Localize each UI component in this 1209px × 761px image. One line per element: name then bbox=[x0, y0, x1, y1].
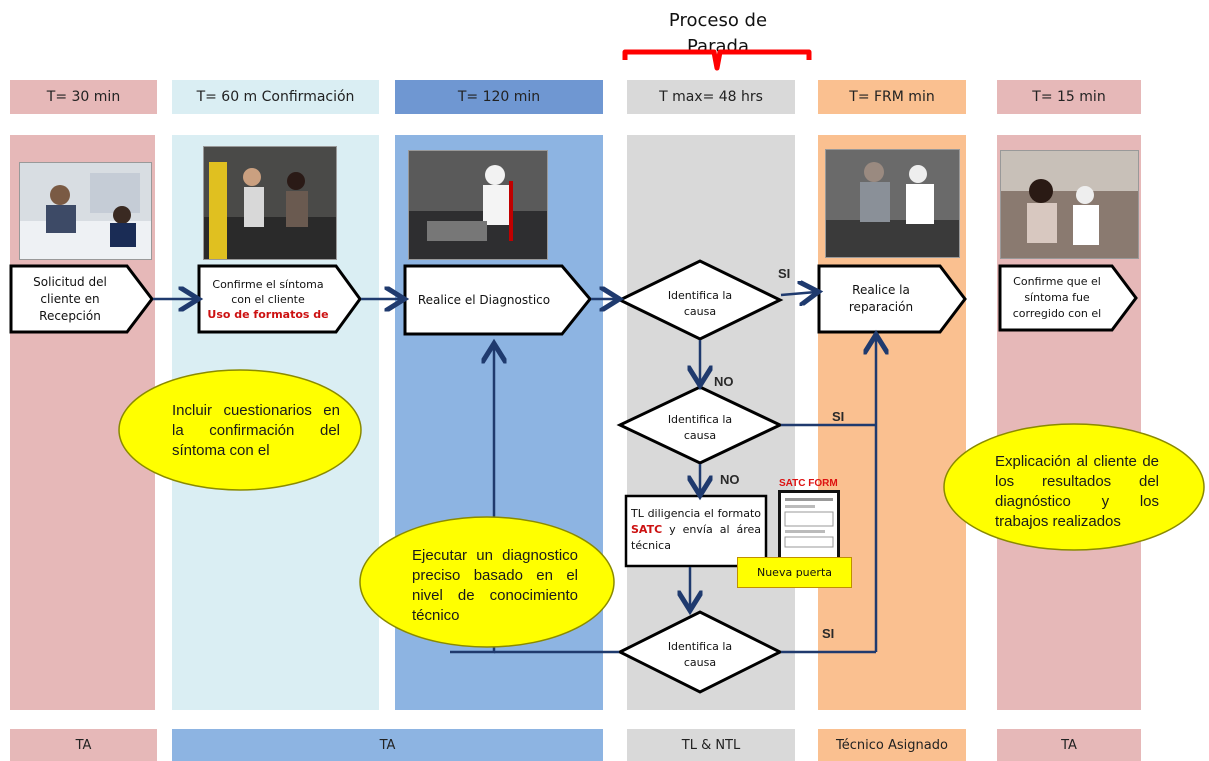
step1-shape bbox=[9, 264, 154, 334]
red-brace bbox=[622, 49, 812, 71]
step1-label: Solicitud del cliente en Recepción bbox=[33, 274, 107, 323]
nueva-puerta-tag: Nueva puerta bbox=[737, 557, 852, 588]
decision1-label: Identifica la causa bbox=[667, 289, 733, 318]
header-col6: T= 15 min bbox=[997, 80, 1141, 114]
si-label-1: SI bbox=[778, 266, 791, 281]
step2-label: Confirme el síntoma con el cliente bbox=[212, 277, 324, 306]
photo-customer-car bbox=[1000, 150, 1139, 259]
step5-label: Realice la reparación bbox=[848, 283, 914, 314]
photo-reception bbox=[19, 162, 152, 260]
step6-shape bbox=[998, 264, 1138, 332]
header-col1: T= 30 min bbox=[10, 80, 157, 114]
footer-col6: TA bbox=[997, 729, 1141, 761]
footer-col5-label: Técnico Asignado bbox=[836, 737, 948, 753]
footer-col4-label: TL & NTL bbox=[681, 737, 741, 753]
header-col3-label: T= 120 min bbox=[457, 89, 541, 105]
tl-box-satc: SATC bbox=[631, 523, 663, 536]
step5-shape bbox=[817, 264, 967, 334]
header-col4: T max= 48 hrs bbox=[627, 80, 795, 114]
step6-text: Confirme que el síntoma fue corregido co… bbox=[1003, 268, 1111, 328]
header-col4-label: T max= 48 hrs bbox=[659, 89, 763, 105]
step6-label: Confirme que el síntoma fue corregido co… bbox=[1012, 275, 1102, 320]
header-col6-label: T= 15 min bbox=[1032, 89, 1106, 105]
tl-box-text-post: y envía al área técnica bbox=[631, 523, 761, 552]
header-col5-label: T= FRM min bbox=[849, 89, 935, 105]
note1-label: Incluir cuestionarios en la confirmación… bbox=[172, 402, 340, 459]
decision1-shape bbox=[616, 259, 784, 341]
note2-label: Ejecutar un diagnostico preciso basado e… bbox=[412, 547, 578, 624]
no-label-2: NO bbox=[720, 472, 740, 487]
footer-col2-3-label: TA bbox=[379, 737, 396, 753]
photo-repair bbox=[825, 149, 960, 258]
step2-formats-label: Uso de formatos de bbox=[207, 307, 329, 321]
decision2-text: Identifica la causa bbox=[665, 412, 735, 444]
no-label-1: NO bbox=[714, 374, 734, 389]
header-col5: T= FRM min bbox=[818, 80, 966, 114]
footer-col4: TL & NTL bbox=[627, 729, 795, 761]
header-col3: T= 120 min bbox=[395, 80, 603, 114]
step5-text: Realice la reparación bbox=[822, 268, 940, 330]
si-label-2: SI bbox=[832, 409, 845, 424]
decision1-text: Identifica la causa bbox=[665, 288, 735, 320]
footer-col5: Técnico Asignado bbox=[818, 729, 966, 761]
nueva-puerta-label: Nueva puerta bbox=[756, 566, 832, 579]
step3-text: Realice el Diagnostico bbox=[408, 268, 560, 332]
photo-engine-check bbox=[203, 146, 337, 260]
header-col1-label: T= 30 min bbox=[46, 89, 121, 105]
satc-form-thumbnail bbox=[778, 490, 840, 562]
decision3-label: Identifica la causa bbox=[667, 640, 733, 669]
note1-text: Incluir cuestionarios en la confirmación… bbox=[172, 401, 340, 461]
header-col2-label: T= 60 m Confirmación bbox=[196, 89, 355, 105]
decision3-shape bbox=[616, 610, 784, 694]
tl-box-text-pre: TL diligencia el formato bbox=[631, 507, 761, 520]
step3-label: Realice el Diagnostico bbox=[417, 292, 551, 307]
tl-box-text: TL diligencia el formato SATC y envía al… bbox=[631, 506, 761, 562]
si-label-3: SI bbox=[822, 626, 835, 641]
note1-ellipse bbox=[118, 369, 362, 491]
header-col2: T= 60 m Confirmación bbox=[172, 80, 379, 114]
footer-col1-label: TA bbox=[75, 737, 92, 753]
note3-text: Explicación al cliente de los resultados… bbox=[995, 452, 1159, 532]
photo-diagnostic bbox=[408, 150, 548, 260]
decision2-label: Identifica la causa bbox=[667, 413, 733, 442]
step2-text: Confirme el síntoma con el cliente Uso d… bbox=[201, 268, 335, 330]
footer-col6-label: TA bbox=[1061, 737, 1077, 753]
footer-col1: TA bbox=[10, 729, 157, 761]
note2-ellipse bbox=[359, 516, 615, 648]
step1-text: Solicitud del cliente en Recepción bbox=[14, 268, 126, 330]
decision2-shape bbox=[616, 385, 784, 465]
satc-form-label: SATC FORM bbox=[779, 478, 838, 489]
footer-col2-3: TA bbox=[172, 729, 603, 761]
decision3-text: Identifica la causa bbox=[665, 639, 735, 671]
step2-shape bbox=[197, 264, 362, 334]
note3-label: Explicación al cliente de los resultados… bbox=[995, 453, 1159, 530]
note3-ellipse bbox=[943, 423, 1205, 551]
note2-text: Ejecutar un diagnostico preciso basado e… bbox=[412, 546, 578, 626]
step3-shape bbox=[403, 264, 592, 336]
